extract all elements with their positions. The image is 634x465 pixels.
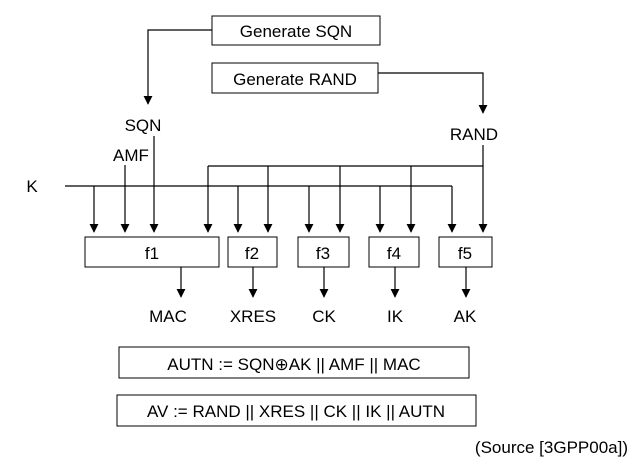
ik-label: IK (387, 307, 404, 326)
rand-label: RAND (450, 125, 498, 144)
ak-label: AK (454, 307, 477, 326)
sqn-feed-line (143, 29, 212, 105)
source-note: (Source [3GPP00a]) (475, 438, 628, 457)
k-label: K (26, 177, 38, 196)
generate-sqn-box: Generate SQN (211, 15, 381, 46)
av-formula: AV := RAND || XRES || CK || IK || AUTN (147, 402, 445, 421)
f5-label: f5 (458, 244, 472, 263)
generate-rand-label: Generate RAND (233, 70, 357, 89)
mac-label: MAC (149, 307, 187, 326)
autn-formula: AUTN := SQN⊕AK || AMF || MAC (167, 355, 420, 374)
rand-feed-line (378, 72, 488, 114)
f1-label: f1 (145, 244, 159, 263)
function-f1-box: f1 (84, 236, 220, 268)
connector-lines (65, 29, 488, 298)
av-formula-box: AV := RAND || XRES || CK || IK || AUTN (116, 394, 477, 427)
generate-sqn-label: Generate SQN (240, 22, 352, 41)
ck-label: CK (312, 307, 336, 326)
function-f4-box: f4 (368, 236, 420, 268)
f4-label: f4 (387, 244, 401, 263)
amf-label: AMF (113, 146, 149, 165)
autn-formula-box: AUTN := SQN⊕AK || AMF || MAC (118, 346, 470, 379)
f2-label: f2 (245, 244, 259, 263)
function-f2-box: f2 (227, 236, 278, 268)
function-f5-box: f5 (438, 236, 493, 268)
rand-bus-line (208, 145, 484, 167)
generate-rand-box: Generate RAND (211, 62, 379, 94)
xres-label: XRES (230, 307, 276, 326)
sqn-label: SQN (125, 116, 162, 135)
function-f3-box: f3 (297, 236, 350, 268)
f3-label: f3 (316, 244, 330, 263)
